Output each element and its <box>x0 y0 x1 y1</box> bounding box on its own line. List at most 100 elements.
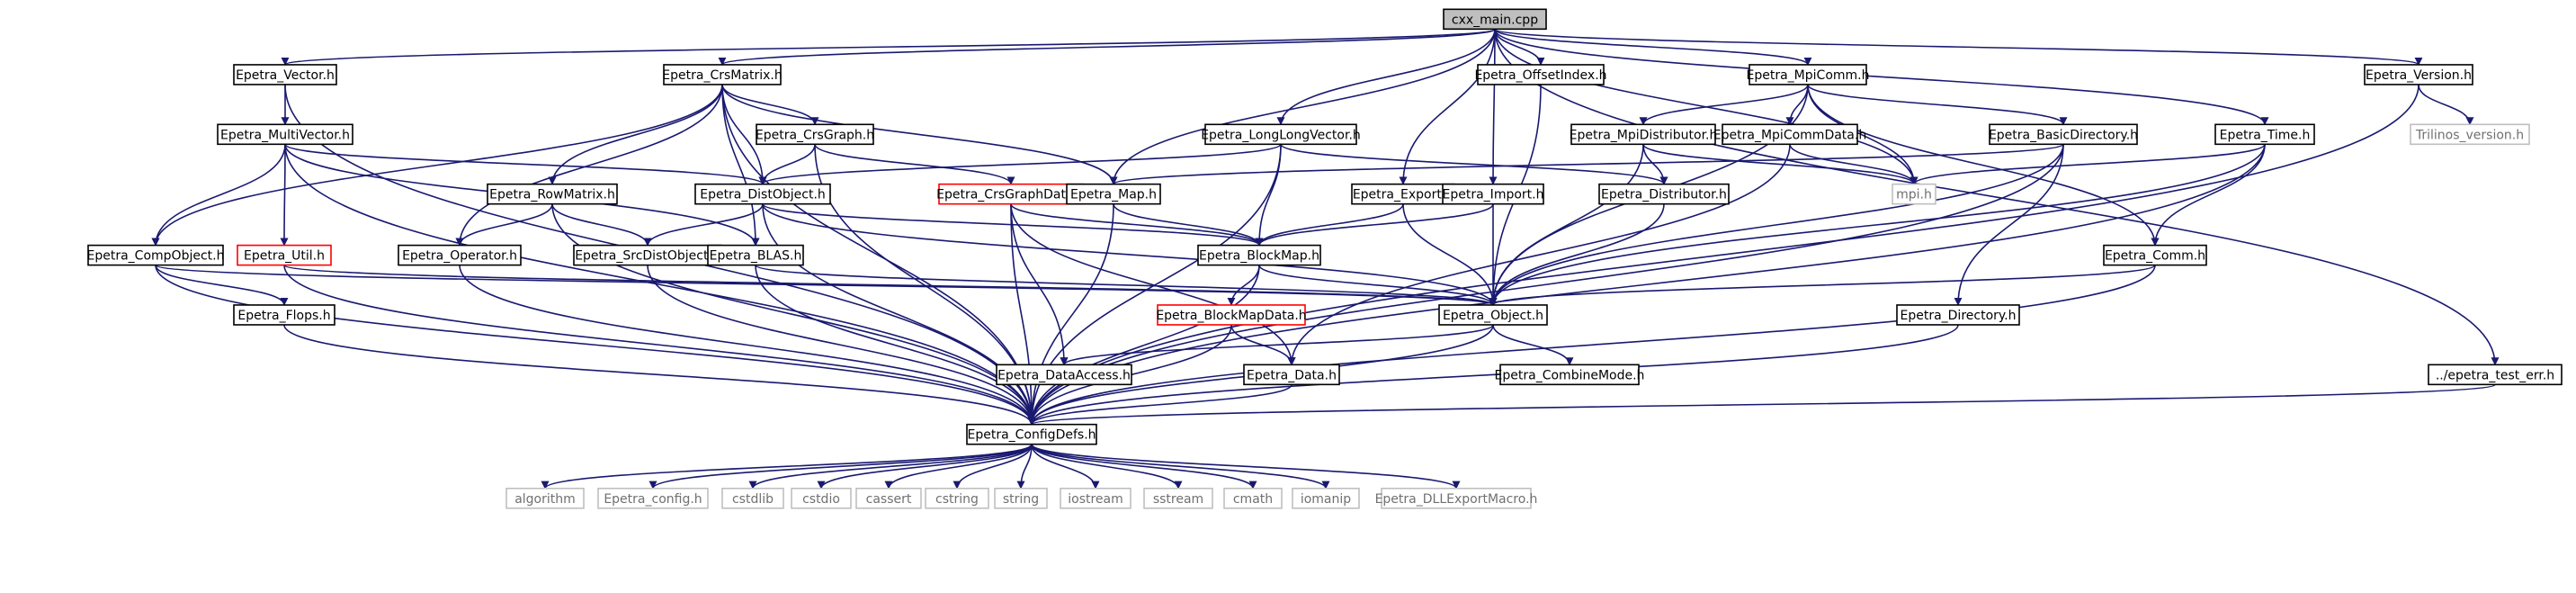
arrow-line <box>1785 84 1809 126</box>
node-box <box>1892 183 1936 205</box>
dependency-arrow-blas-to-configdefs <box>755 265 1036 426</box>
dependency-arrow-mpidistributor-to-object <box>1489 144 1644 306</box>
dependency-arrow-mpicommdata-to-mpi <box>1789 144 1919 185</box>
arrow-line <box>1807 84 1919 185</box>
arrow-line <box>1489 144 2064 306</box>
node-label: Epetra_BasicDirectory.h <box>1989 128 2138 142</box>
dependency-arrow-configdefs-to-sstream <box>1031 444 1183 490</box>
file-node-blockmap[interactable]: Epetra_BlockMap.h <box>1197 244 1321 266</box>
node-label: sstream <box>1153 492 1203 507</box>
dependency-arrow-cxx_main-to-time <box>1494 29 2269 126</box>
file-node-blas[interactable]: Epetra_BLAS.h <box>707 244 804 266</box>
file-node-crsmatrix[interactable]: Epetra_CrsMatrix.h <box>662 64 783 85</box>
node-label: Epetra_ConfigDefs.h <box>967 428 1096 443</box>
file-node-vector[interactable]: Epetra_Vector.h <box>233 64 337 85</box>
node-label: Epetra_Data.h <box>1247 368 1337 382</box>
node-label: cstdio <box>802 492 840 507</box>
node-label: Epetra_Export.h <box>1353 188 1453 202</box>
arrow-line <box>1028 383 2496 426</box>
dependency-arrow-blockmap-to-configdefs <box>1027 265 1260 426</box>
dependency-arrow-directory-to-configdefs <box>1027 324 1959 426</box>
arrow-line <box>755 264 1498 306</box>
dependency-arrow-comm-to-object <box>1489 264 2156 306</box>
arrow-line <box>280 144 289 247</box>
file-node-blockmapdata[interactable]: Epetra_BlockMapData.h <box>1156 304 1307 326</box>
arrow-line <box>1494 28 2423 66</box>
node-box <box>237 244 332 266</box>
file-node-distobject[interactable]: Epetra_DistObject.h <box>694 183 831 205</box>
file-node-srcdistobject[interactable]: Epetra_SrcDistObject.h <box>573 244 722 266</box>
arrow-line <box>721 84 1118 185</box>
node-label: Epetra_DLLExportMacro.h <box>1375 492 1538 507</box>
arrow-line <box>1954 144 2064 306</box>
arrow-line <box>1016 444 1033 490</box>
dependency-arrow-multivector-to-compobject <box>151 144 286 247</box>
node-box <box>2364 64 2473 85</box>
file-node-rowmatrix[interactable]: Epetra_RowMatrix.h <box>487 183 618 205</box>
file-node-mpidistributor[interactable]: Epetra_MpiDistributor.h <box>1570 123 1718 146</box>
file-node-util[interactable]: Epetra_Util.h <box>237 244 332 266</box>
node-box <box>1438 304 1548 326</box>
arrow-line <box>151 144 286 247</box>
dependency-arrow-cxx_main-to-mpicomm <box>1494 28 1812 66</box>
node-box <box>1204 123 1357 146</box>
node-label: Epetra_DataAccess.h <box>997 368 1131 382</box>
arrow-line <box>1227 265 1260 306</box>
arrow-line <box>2418 84 2474 126</box>
file-node-comm[interactable]: Epetra_Comm.h <box>2103 244 2207 266</box>
node-box <box>1443 8 1547 31</box>
file-node-directory[interactable]: Epetra_Directory.h <box>1896 304 2020 326</box>
node-label: mpi.h <box>1896 188 1932 202</box>
file-node-test-err[interactable]: ../epetra_test_err.h <box>2428 364 2563 386</box>
arrow-line <box>155 264 1497 306</box>
dependency-arrow-longlongvector-to-distributor <box>1280 143 1668 185</box>
dependency-arrow-configdefs-to-dllexport <box>1031 443 1461 490</box>
arrow-line <box>283 264 1498 306</box>
file-node-basicdirectory[interactable]: Epetra_BasicDirectory.h <box>1989 123 2138 146</box>
node-label: Epetra_BLAS.h <box>710 249 802 264</box>
file-node-distributor[interactable]: Epetra_Distributor.h <box>1598 183 1730 205</box>
file-node-flops[interactable]: Epetra_Flops.h <box>233 304 335 326</box>
arrow-line <box>2151 144 2266 247</box>
file-node-map[interactable]: Epetra_Map.h <box>1066 183 1161 205</box>
file-node-combinemode[interactable]: Epetra_CombineMode.h <box>1495 364 1645 386</box>
dependency-arrow-cxx_main-to-export <box>1399 29 1496 185</box>
file-node-version[interactable]: Epetra_Version.h <box>2364 64 2473 85</box>
file-node-offsetindex[interactable]: Epetra_OffsetIndex.h <box>1474 64 1607 85</box>
file-node-operator[interactable]: Epetra_Operator.h <box>398 244 522 266</box>
file-node-dataaccess[interactable]: Epetra_DataAccess.h <box>996 364 1132 386</box>
arrow-line <box>718 28 1496 66</box>
node-label: Epetra_CrsMatrix.h <box>662 68 782 83</box>
dependency-arrow-cxx_main-to-test_err <box>1494 29 2500 366</box>
node-box <box>1381 487 1532 509</box>
node-box <box>1223 487 1283 509</box>
node-box <box>1499 364 1640 386</box>
file-node-crsgraphdata[interactable]: Epetra_CrsGraphData.h <box>936 183 1086 205</box>
file-node-longlongvector[interactable]: Epetra_LongLongVector.h <box>1201 123 1361 146</box>
file-node-mpicommdata[interactable]: Epetra_MpiCommData.h <box>1713 123 1866 146</box>
node-box <box>217 123 353 146</box>
file-node-mpicomm[interactable]: Epetra_MpiComm.h <box>1747 64 1870 85</box>
dependency-arrow-test_err-to-configdefs <box>1028 383 2496 426</box>
arrow-line <box>1109 29 1496 185</box>
arrow-line <box>1031 443 1461 490</box>
node-box <box>1749 64 1867 85</box>
file-node-export[interactable]: Epetra_Export.h <box>1351 183 1455 205</box>
arrow-line <box>1910 143 2266 185</box>
file-node-crsgraph[interactable]: Epetra_CrsGraph.h <box>756 123 874 146</box>
file-node-time[interactable]: Epetra_Time.h <box>2214 123 2315 146</box>
node-label: Epetra_Version.h <box>2366 68 2472 83</box>
dependency-arrow-configdefs-to-cstring <box>953 444 1033 490</box>
file-node-configdefs[interactable]: Epetra_ConfigDefs.h <box>966 423 1097 445</box>
arrow-line <box>814 143 1015 185</box>
file-node-compobject[interactable]: Epetra_CompObject.h <box>87 244 225 266</box>
arrow-line <box>1402 203 1498 306</box>
node-label: Trilinos_version.h <box>2415 128 2524 142</box>
file-node-multivector[interactable]: Epetra_MultiVector.h <box>217 123 353 146</box>
file-node-import[interactable]: Epetra_Import.h <box>1442 183 1544 205</box>
file-node-object[interactable]: Epetra_Object.h <box>1438 304 1548 326</box>
arrow-line <box>155 265 289 306</box>
dependency-arrow-distobject-to-srcdistobject <box>643 203 764 247</box>
file-node-cxx-main[interactable]: cxx_main.cpp <box>1443 8 1547 31</box>
file-node-data[interactable]: Epetra_Data.h <box>1243 364 1340 386</box>
